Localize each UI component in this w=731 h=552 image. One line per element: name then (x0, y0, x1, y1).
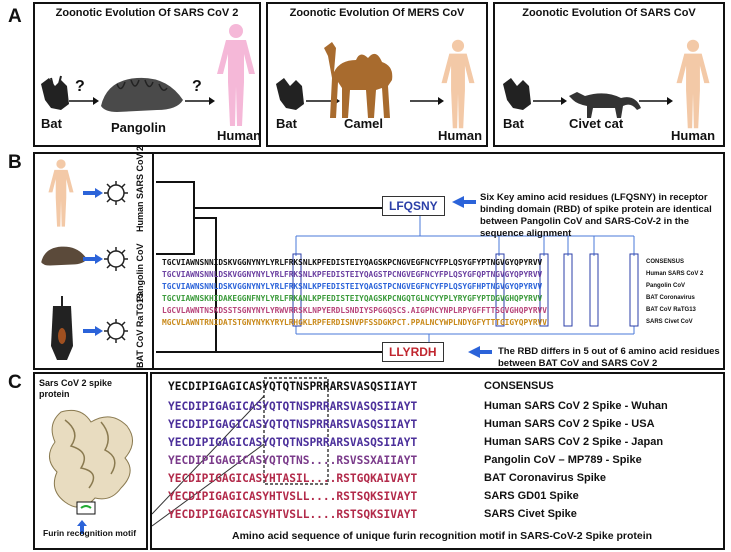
arrow-icon (69, 97, 99, 105)
alignment-row: YECDIPIGAGICASYHTVSLL....RSTSQKSIVAYT (168, 490, 418, 503)
panel-b-left: Human SARS CoV 2 Pangolin CoV BAT CoV Ra… (33, 146, 155, 370)
host-human-label: Human (438, 128, 483, 143)
alignment-row: YECDIPIGAGICASYHTASIL....RSTGQKAIVAYT (168, 472, 418, 485)
alignment-row-name: SARS Civet Spike (484, 508, 577, 520)
alignment-row: TGCVIAWNSNNLDSKVGGNYNYLYRLFRKSNLKPFEDIST… (162, 270, 543, 279)
sars-cov2-evolution-box: Zoonotic Evolution Of SARS CoV 2 Bat ? P… (33, 2, 261, 147)
panel-c-label: C (8, 372, 22, 393)
alignment-row-name: Human SARS CoV 2 (646, 271, 704, 277)
host-bat-label: Bat (276, 116, 297, 131)
host-bat-label: Bat (503, 116, 524, 131)
panel-b-label: B (8, 152, 22, 173)
panel-a-label: A (8, 6, 22, 27)
alignment-row: YECDIPIGAGICASYHTVSLL....RSTSQKSIVAYT (168, 508, 418, 521)
protein-label: Sars CoV 2 spike protein (39, 378, 113, 399)
bat-icon (41, 75, 69, 110)
virus-icon (104, 247, 128, 271)
note-pangolin-identical: Six Key amino acid residues (LFQSNY) in … (480, 192, 712, 239)
blue-arrow-icon (83, 326, 103, 336)
tree-label-bat: BAT CoV RaTG13 (135, 293, 145, 368)
arrow-icon (410, 97, 444, 105)
box-title: Zoonotic Evolution Of MERS CoV (289, 7, 465, 19)
alignment-row-name: BAT Coronavirus (646, 295, 695, 301)
spike-protein-structure-icon (49, 409, 133, 515)
alignment-row: YECDIPIGAGICASYQTQTNS....RSVSSXAIIAYT (168, 454, 418, 467)
alignment-row: TGCVIAWNSNNIDSKVGGNYNYLYRLFRKSNLKPFEDIST… (162, 258, 543, 267)
alignment-row: MGCVLAWNTRNIDATSTGNYNYKYRYLRHGKLRPFERDIS… (162, 318, 547, 327)
panel-c-left: Sars CoV 2 spike protein Furin recogniti… (33, 372, 148, 550)
mers-cov-evolution-box: Zoonotic Evolution Of MERS CoV Bat Camel… (266, 2, 488, 147)
bat-hanging-icon (51, 296, 73, 360)
alignment-row: YECDIPIGAGICASYQTQTNSPRRARSVASQSIIAYT (168, 436, 418, 449)
question-mark: ? (75, 78, 85, 95)
virus-icon (104, 181, 128, 205)
pangolin-icon (41, 246, 87, 266)
host-civet-label: Civet cat (569, 116, 624, 131)
arrow-icon (639, 97, 673, 105)
alignment-row-name: SARS Civet CoV (646, 319, 693, 325)
blue-arrow-icon (83, 188, 103, 198)
human-figure-icon (48, 159, 74, 227)
motif-llyrdh: LLYRDH (382, 342, 444, 362)
motif-lfqsny: LFQSNY (382, 196, 445, 216)
alignment-row-name: BAT Coronavirus Spike (484, 472, 607, 484)
pangolin-icon (101, 77, 183, 112)
alignment-row: YECDIPIGAGICASYQTQTNSPRRARSVASQSIIAYT (168, 418, 418, 431)
alignment-row-name: CONSENSUS (646, 259, 685, 265)
blue-up-arrow-icon (77, 520, 87, 534)
alignment-row: YECDIPIGAGICASYQTQTNSPRRARSVASQSIIAYT (168, 380, 418, 393)
alignment-row-name: Pangolin CoV (646, 283, 685, 289)
host-bat-label: Bat (41, 116, 62, 131)
box-title: Zoonotic Evolution Of SARS CoV 2 (55, 7, 239, 19)
alignment-row-name: Human SARS CoV 2 Spike - Japan (484, 436, 664, 448)
camel-icon (324, 42, 393, 118)
panel-c-right: YECDIPIGAGICASYQTQTNSPRRARSVASQSIIAYT CO… (150, 372, 725, 550)
zoom-lines (152, 377, 329, 527)
panel-c-caption: Amino acid sequence of unique furin reco… (232, 530, 653, 542)
tree-label-human: Human SARS CoV 2 (135, 145, 145, 232)
alignment-row-name: CONSENSUS (484, 380, 554, 392)
human-figure-icon (676, 39, 710, 129)
host-camel-label: Camel (344, 116, 384, 131)
host-pangolin-label: Pangolin (111, 120, 166, 135)
note-bat-differs: The RBD differs in 5 out of 6 amino acid… (498, 346, 720, 369)
alignment-row-name: SARS GD01 Spike (484, 490, 579, 502)
phylogenetic-tree (156, 181, 639, 358)
question-mark: ? (192, 78, 202, 95)
box-title: Zoonotic Evolution Of SARS CoV (522, 7, 696, 19)
alignment-row-name: Pangolin CoV – MP789 - Spike (484, 454, 642, 466)
virus-icon (104, 319, 128, 343)
panel-b-right: LFQSNY Six Key amino acid residues (LFQS… (152, 152, 725, 370)
alignment-row-name: Human SARS CoV 2 Spike - Wuhan (484, 400, 668, 412)
blue-arrow-icon (83, 254, 103, 264)
alignment-row: LGCVLAWNTNSKDSSTSGNYNYLYRWVRRSKLNPYERDLS… (162, 306, 547, 315)
alignment-row: TGCVIAWNSKHIDAKEGGNFNYLYRLFRKANLKPFEDIST… (162, 294, 543, 303)
sars-cov-evolution-box: Zoonotic Evolution Of SARS CoV Bat Civet… (493, 2, 725, 147)
alignment-row: YECDIPIGAGICASYQTQTNSPRRARSVASQSIIAYT (168, 400, 418, 413)
alignment-row-name: Human SARS CoV 2 Spike - USA (484, 418, 655, 430)
alignment-row-name: BAT CoV RaTG13 (646, 307, 696, 313)
civet-cat-icon (569, 92, 641, 118)
arrow-icon (533, 97, 567, 105)
arrow-icon (185, 97, 215, 105)
host-human-label: Human (217, 128, 262, 143)
human-figure-icon (441, 39, 475, 129)
bat-icon (276, 78, 304, 110)
alignment-row: TGCVIAWNSNNLDSKVGGNYNYLYRLFRKSNLKPFEDIST… (162, 282, 543, 291)
bat-icon (503, 78, 531, 110)
host-human-label: Human (671, 128, 716, 143)
human-figure-icon (217, 24, 255, 126)
motif-label: Furin recognition motif (43, 528, 137, 538)
